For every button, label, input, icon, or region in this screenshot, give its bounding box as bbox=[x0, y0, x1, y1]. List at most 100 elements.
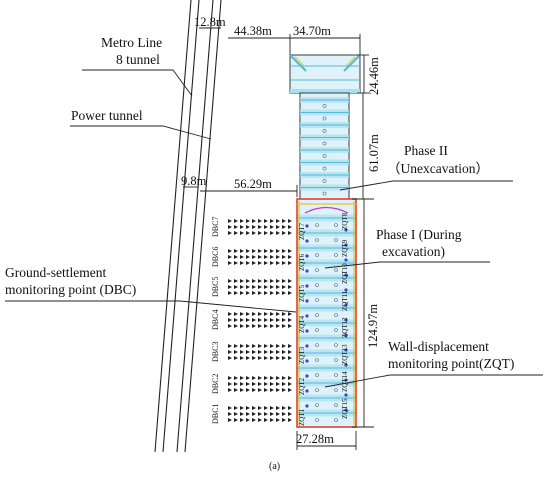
dbc-arrow bbox=[246, 261, 250, 265]
dbc-arrow bbox=[288, 312, 292, 316]
dbc-arrow bbox=[258, 324, 262, 328]
phase1-node bbox=[315, 298, 319, 302]
dbc-arrow bbox=[252, 382, 256, 386]
zqt-left-label: ZQT2 bbox=[298, 377, 306, 395]
dbc-arrow bbox=[264, 255, 268, 259]
dbc-arrow bbox=[258, 285, 262, 289]
dbc-arrow bbox=[282, 318, 286, 322]
dim-height-phase1: 124.97m bbox=[366, 304, 380, 348]
phase1-node bbox=[315, 358, 319, 362]
dbc-arrow bbox=[264, 344, 268, 348]
phase1-node bbox=[334, 403, 338, 407]
dbc-arrow bbox=[228, 279, 232, 283]
dbc-arrow bbox=[288, 285, 292, 289]
dbc-arrow bbox=[240, 255, 244, 259]
dbc-arrow bbox=[264, 312, 268, 316]
dbc-arrow bbox=[228, 318, 232, 322]
dbc-arrow bbox=[270, 231, 274, 235]
phase2-node bbox=[322, 191, 327, 196]
dbc-arrow bbox=[228, 376, 232, 380]
zqt-right-label: ZQT15 bbox=[341, 398, 349, 419]
dbc-arrow bbox=[288, 324, 292, 328]
dbc-point-label: DBC5 bbox=[211, 277, 220, 297]
dbc-arrow bbox=[228, 285, 232, 289]
phase1-node bbox=[334, 298, 338, 302]
dbc-arrow bbox=[252, 356, 256, 360]
dbc-arrow bbox=[246, 324, 250, 328]
dbc-arrow bbox=[234, 219, 238, 223]
dbc-arrow bbox=[270, 418, 274, 422]
dbc-arrow bbox=[270, 225, 274, 229]
dbc-arrow bbox=[264, 382, 268, 386]
dbc-arrow bbox=[246, 388, 250, 392]
dbc-arrow bbox=[276, 225, 280, 229]
dbc-arrow bbox=[240, 279, 244, 283]
dbc-arrow bbox=[276, 219, 280, 223]
phase1-points bbox=[305, 224, 348, 412]
dbc-arrow bbox=[246, 382, 250, 386]
dbc-arrow bbox=[240, 412, 244, 416]
dbc-arrow bbox=[246, 376, 250, 380]
dbc-arrow bbox=[252, 219, 256, 223]
dbc-arrow bbox=[234, 318, 238, 322]
phase2-node bbox=[322, 179, 327, 183]
wall-monitor-dot bbox=[305, 314, 309, 318]
dbc-arrow bbox=[228, 249, 232, 253]
dbc-arrow bbox=[276, 382, 280, 386]
dbc-arrow bbox=[258, 356, 262, 360]
dbc-arrow bbox=[258, 406, 262, 410]
dbc-arrow bbox=[282, 350, 286, 354]
dbc-arrow bbox=[288, 412, 292, 416]
dbc-arrow bbox=[258, 418, 262, 422]
phase1-node bbox=[334, 418, 338, 422]
dbc-arrow bbox=[258, 312, 262, 316]
dbc-arrow bbox=[270, 261, 274, 265]
dbc-arrow bbox=[252, 312, 256, 316]
dbc-point-label: DBC2 bbox=[211, 374, 220, 394]
dbc-arrow bbox=[282, 412, 286, 416]
wall-monitor-dot bbox=[344, 333, 348, 337]
dbc-arrow bbox=[240, 291, 244, 295]
dbc-arrow bbox=[234, 388, 238, 392]
dbc-arrow bbox=[240, 324, 244, 328]
dbc-arrow bbox=[234, 376, 238, 380]
dbc-arrow bbox=[264, 350, 268, 354]
wall-monitor-dot bbox=[305, 359, 309, 363]
wall-monitor-dot bbox=[344, 273, 348, 277]
phase1-node bbox=[315, 373, 319, 377]
dbc-arrow bbox=[228, 231, 232, 235]
dbc-arrow bbox=[282, 388, 286, 392]
dbc-arrow bbox=[252, 255, 256, 259]
phase2-node bbox=[322, 104, 327, 108]
dbc-arrow bbox=[246, 255, 250, 259]
dbc-arrow bbox=[228, 255, 232, 259]
dbc-arrow bbox=[240, 219, 244, 223]
dbc-arrow bbox=[246, 344, 250, 348]
phase1-node bbox=[334, 268, 338, 272]
phase1-node bbox=[315, 238, 319, 242]
zqt-right-label: ZQT13 bbox=[341, 344, 349, 365]
dbc-arrow bbox=[240, 388, 244, 392]
zqt-labels: ZQT7ZQT6ZQT5ZQT4ZQT3ZQT2ZQT1ZQT8ZQT9ZQT1… bbox=[298, 212, 349, 426]
dbc-arrow bbox=[240, 225, 244, 229]
zqt-label-2: monitoring point(ZQT) bbox=[388, 356, 514, 371]
dbc-arrow bbox=[246, 356, 250, 360]
dbc-arrow bbox=[276, 376, 280, 380]
dbc-arrow bbox=[234, 418, 238, 422]
dbc-arrow bbox=[288, 382, 292, 386]
dbc-arrow bbox=[264, 225, 268, 229]
wall-monitor-dot bbox=[344, 258, 348, 262]
dbc-arrow bbox=[234, 225, 238, 229]
phase2-node bbox=[322, 141, 327, 146]
zqt-label-1: Wall-displacement bbox=[388, 339, 489, 354]
dbc-arrow bbox=[252, 418, 256, 422]
dbc-arrow bbox=[246, 219, 250, 223]
phase1-node bbox=[315, 403, 319, 407]
dbc-arrow bbox=[282, 406, 286, 410]
dbc-arrow bbox=[246, 406, 250, 410]
phase1-label-1: Phase I (During bbox=[376, 227, 462, 242]
dbc-arrow bbox=[246, 291, 250, 295]
dbc-arrow bbox=[252, 231, 256, 235]
phase1-section bbox=[296, 198, 357, 428]
